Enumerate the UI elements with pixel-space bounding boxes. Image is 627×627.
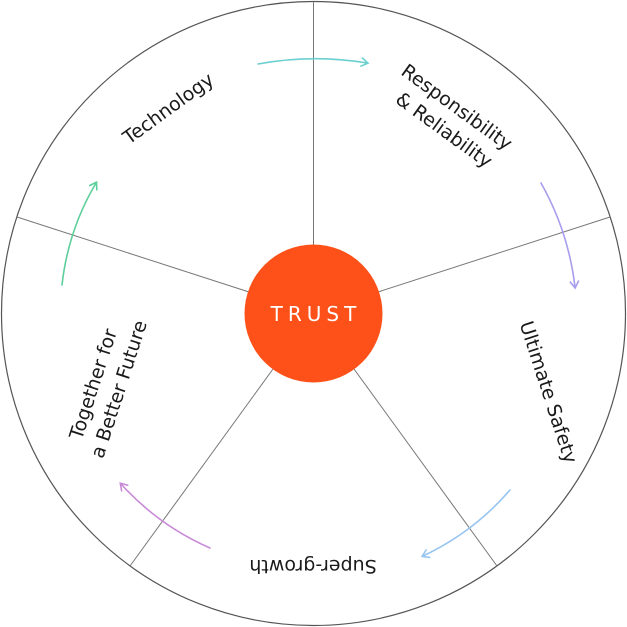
divider-bottom-left	[129, 368, 274, 567]
divider-right	[377, 216, 611, 293]
arrow-responsibility-to-safety	[540, 182, 575, 287]
label-super-growth: Super-growth	[249, 555, 376, 577]
label-ultimate-safety: Ultimate Safety	[515, 319, 582, 467]
label-technology-line-1: Technology	[118, 69, 218, 150]
segment-dividers	[16, 1, 611, 567]
label-ultimate-safety-line-1: Ultimate Safety	[515, 319, 582, 467]
label-technology: Technology	[118, 69, 218, 150]
divider-bottom-right	[353, 368, 498, 567]
center-circle	[244, 244, 383, 383]
arrow-together-to-technology	[61, 183, 96, 286]
arrow-safety-to-growth	[423, 489, 511, 556]
arrow-technology-to-responsibility	[257, 59, 367, 64]
label-responsibility: Responsibility & Reliability	[382, 60, 521, 180]
divider-left	[16, 216, 250, 293]
cycle-arrows	[61, 59, 575, 556]
label-together: Together for a Better Future	[62, 310, 152, 461]
arrow-growth-to-together	[121, 484, 211, 549]
label-super-growth-line-1: Super-growth	[249, 555, 376, 577]
center-label: TRUST	[270, 302, 362, 326]
